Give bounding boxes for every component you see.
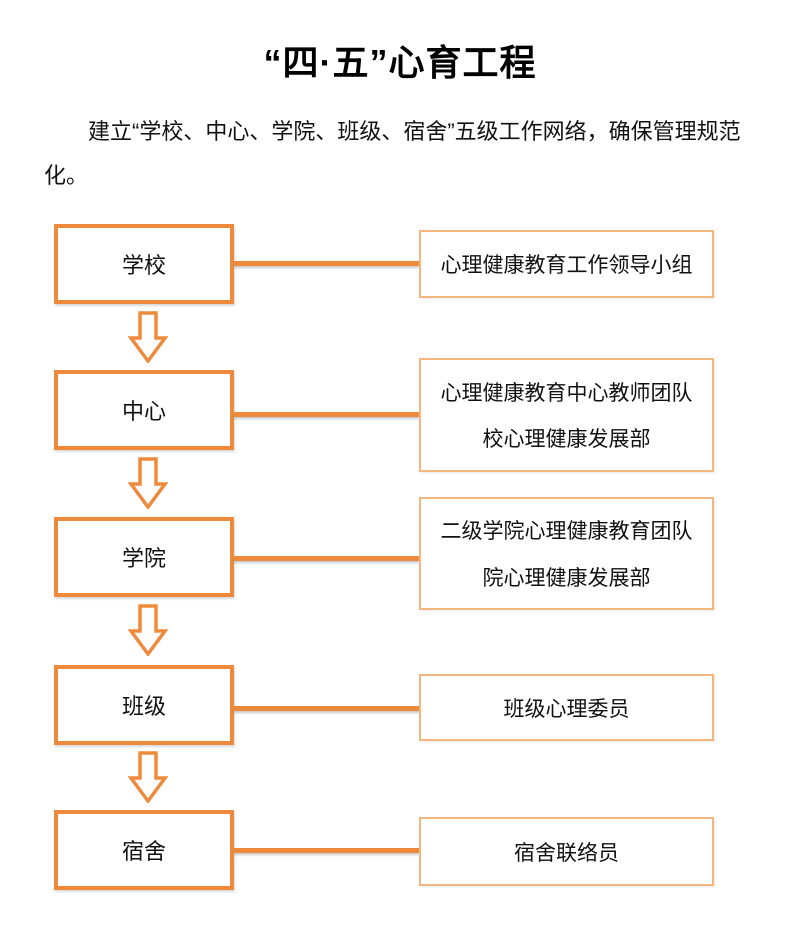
level-box-college: 学院 <box>54 517 234 597</box>
level-box-label: 中心 <box>121 399 166 424</box>
level-box-class: 班级 <box>54 665 234 745</box>
level-box-label: 学院 <box>121 546 166 571</box>
level-box-dorm: 宿舍 <box>54 810 234 890</box>
connector-line <box>234 261 419 266</box>
intro-paragraph: 建立“学校、中心、学院、班级、宿舍”五级工作网络，确保管理规范化。 <box>44 119 741 188</box>
connector-line <box>234 706 419 711</box>
down-arrow-icon <box>128 604 168 656</box>
detail-box-school: 心理健康教育工作领导小组 <box>419 230 714 298</box>
down-arrow-icon <box>128 751 168 803</box>
level-box-center: 中心 <box>54 370 234 450</box>
level-box-label: 学校 <box>121 253 166 278</box>
detail-line: 校心理健康发展部 <box>482 428 651 452</box>
level-box-school: 学校 <box>54 224 234 304</box>
level-box-label: 班级 <box>121 694 166 719</box>
level-box-label: 宿舍 <box>121 839 166 864</box>
detail-line: 院心理健康发展部 <box>482 566 651 590</box>
detail-box-dorm: 宿舍联络员 <box>419 817 714 886</box>
detail-box-class: 班级心理委员 <box>419 674 714 741</box>
connector-line <box>234 556 419 561</box>
detail-box-college: 二级学院心理健康教育团队 院心理健康发展部 <box>419 497 714 610</box>
detail-line: 二级学院心理健康教育团队 <box>440 520 693 544</box>
down-arrow-icon <box>128 311 168 363</box>
connector-line <box>234 412 419 417</box>
down-arrow-icon <box>128 457 168 509</box>
detail-line: 班级心理委员 <box>503 697 630 721</box>
detail-box-center: 心理健康教育中心教师团队 校心理健康发展部 <box>419 358 714 472</box>
detail-line: 心理健康教育中心教师团队 <box>440 381 693 405</box>
detail-line: 宿舍联络员 <box>514 841 619 865</box>
connector-line <box>234 848 419 853</box>
page-title: “四·五”心育工程 <box>263 42 537 83</box>
detail-line: 心理健康教育工作领导小组 <box>440 254 693 277</box>
